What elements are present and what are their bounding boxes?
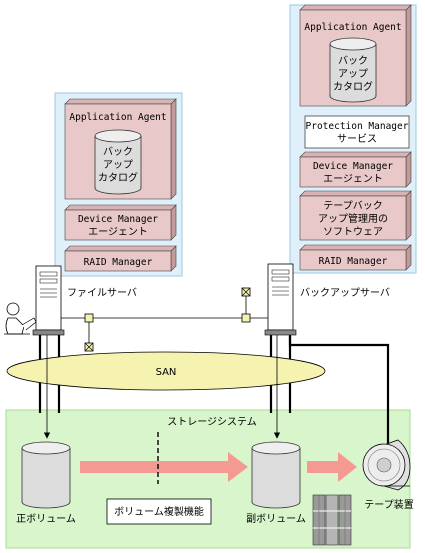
user-icon <box>4 302 37 335</box>
tape-device-icon <box>362 439 411 491</box>
file-catalog-line-1: バック <box>103 146 133 158</box>
file-raid-manager-block: RAID Manager <box>64 245 177 272</box>
storage-system-label: ストレージシステム <box>167 416 257 428</box>
backup-catalog-line-2: アップ <box>338 68 368 80</box>
protection-manager-label: Protection Manager <box>306 121 409 132</box>
volume-replication-label: ボリューム複製機能 <box>114 505 204 518</box>
backup-catalog-cylinder-right: バック アップ カタログ <box>329 37 377 103</box>
backup-device-manager-agent-label: エージェント <box>323 174 383 185</box>
san-ellipse <box>6 351 326 391</box>
backup-catalog-line-3: カタログ <box>333 80 373 93</box>
tape-device-label: テープ装置 <box>364 498 413 511</box>
storage-cabinet-icon <box>312 494 352 546</box>
file-catalog-line-2: アップ <box>103 159 133 171</box>
file-device-manager-agent-label: エージェント <box>88 227 148 238</box>
tape-arrow <box>307 452 357 482</box>
backup-raid-manager-label: RAID Manager <box>319 256 388 267</box>
backup-application-agent-label: Application Agent <box>304 22 401 33</box>
tape-backup-software-block: テープバック アップ管理用の ソフトウェア <box>299 190 412 241</box>
backup-server-computer <box>264 263 297 336</box>
primary-volume-cylinder <box>21 441 71 509</box>
file-raid-manager-label: RAID Manager <box>84 257 153 268</box>
file-server-computer <box>32 265 65 336</box>
file-catalog-line-3: カタログ <box>98 171 138 184</box>
file-device-manager-block: Device Manager エージェント <box>64 204 177 241</box>
copy-arrow <box>80 452 248 482</box>
secondary-volume-cylinder <box>251 441 301 509</box>
protection-manager-service-block: Protection Manager サービス <box>304 115 410 149</box>
backup-device-manager-label: Device Manager <box>313 161 393 172</box>
file-device-manager-label: Device Manager <box>78 214 158 225</box>
lan-hub-right <box>241 313 251 323</box>
volume-replication-box <box>106 498 212 525</box>
tape-connection-line <box>288 336 390 445</box>
file-server-label: ファイルサーバ <box>67 287 137 299</box>
san-label: SAN <box>156 367 177 378</box>
secondary-volume-label: 副ボリューム <box>246 513 306 525</box>
lan-terminator-right <box>241 287 251 297</box>
backup-catalog-line-1: バック <box>338 55 368 67</box>
tape-software-line-3: ソフトウェア <box>323 226 383 238</box>
lan-hub-left <box>84 313 94 323</box>
primary-volume-label: 正ボリューム <box>16 513 76 525</box>
backup-raid-manager-block: RAID Manager <box>299 244 412 271</box>
tape-software-line-1: テープバック <box>323 200 382 212</box>
lan-terminator-left <box>84 342 94 352</box>
tape-software-line-2: アップ管理用の <box>318 212 388 225</box>
backup-catalog-cylinder-left: バック アップ カタログ <box>94 129 142 195</box>
protection-manager-service-label: サービス <box>337 133 377 145</box>
backup-device-manager-block: Device Manager エージェント <box>299 151 412 188</box>
file-application-agent-label: Application Agent <box>69 112 166 123</box>
backup-server-label: バックアップサーバ <box>300 287 390 299</box>
